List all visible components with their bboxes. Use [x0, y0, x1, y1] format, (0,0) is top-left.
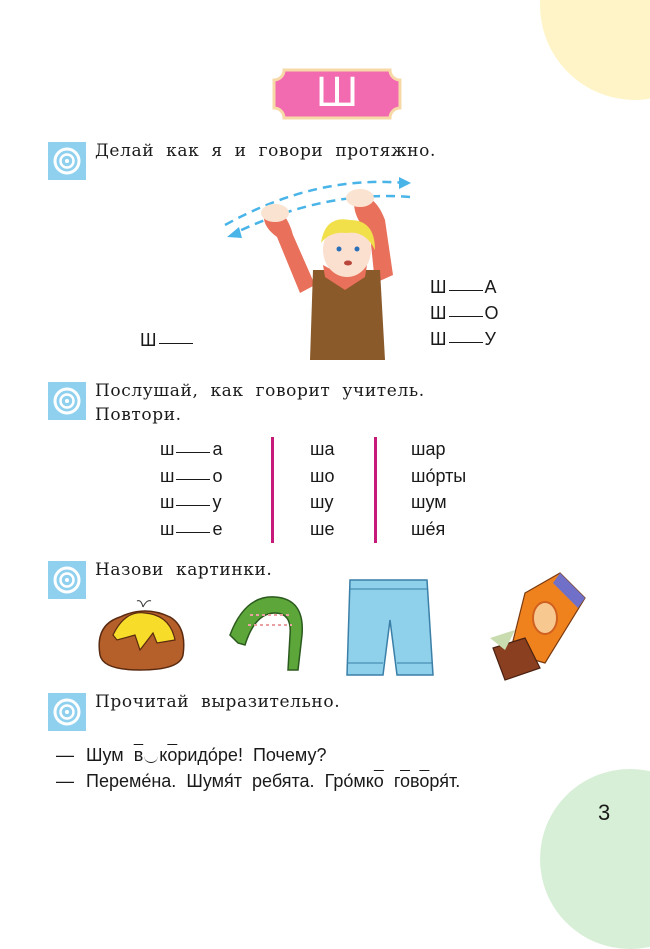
letter-title: Ш — [315, 70, 359, 116]
stretch-line — [448, 342, 483, 343]
word: шум — [411, 492, 447, 512]
listen-target-icon — [48, 382, 86, 420]
listen-target-icon — [48, 142, 86, 180]
boy-illustration — [215, 165, 420, 360]
task-4: Прочитай выразительно. — [48, 692, 341, 731]
word: шо́рты — [411, 465, 467, 486]
listen-target-icon — [48, 693, 86, 731]
syllable: ша — [310, 439, 335, 459]
letter-badge: Ш — [272, 68, 402, 120]
task-2-line-1: Послушай, как говорит учитель. — [95, 381, 425, 401]
stretch-line — [448, 290, 483, 291]
corner-decoration-bottom — [540, 769, 650, 949]
corner-decoration-top — [540, 0, 650, 100]
stretch-line — [448, 316, 483, 317]
syllable-letter: Ш — [430, 329, 447, 349]
syllable-vowel: О — [484, 303, 499, 323]
task-4-instruction: Прочитай выразительно. — [95, 692, 341, 712]
word: шар — [411, 439, 446, 459]
scarf-picture — [220, 585, 315, 685]
listen-target-icon — [48, 561, 86, 599]
task-1: Делай как я и говори протяжно. — [48, 141, 436, 180]
chocolate-picture — [485, 568, 590, 688]
syllable-letter: Ш — [140, 330, 157, 350]
syllable-vowel: У — [484, 329, 496, 349]
word: ше́я — [411, 518, 446, 539]
syllable-column: ша шо шу ше — [310, 436, 334, 542]
task-2: Послушай, как говорит учитель. Повтори. — [48, 379, 425, 427]
syllable-vowel: А — [484, 277, 497, 297]
dialog-line-2: —Переме́на. Шумя́т ребята. Гро́мко говор… — [56, 771, 461, 791]
column-divider — [271, 437, 274, 543]
syllable-letter: Ш — [430, 277, 447, 297]
task-1-instruction: Делай как я и говори протяжно. — [95, 141, 436, 161]
word-column: шар шо́рты шум ше́я — [411, 436, 466, 542]
fur-hat-picture — [95, 595, 190, 680]
syllable: шо — [310, 465, 335, 486]
task-2-line-2: Повтори. — [95, 405, 182, 425]
page-number: 3 — [598, 800, 611, 825]
column-divider — [374, 437, 377, 543]
task-2-instruction: Послушай, как говорит учитель. Повтори. — [95, 379, 425, 427]
stretch-line — [158, 343, 193, 344]
syllable: ше — [310, 518, 335, 539]
syllable-sh-left: Ш — [140, 330, 195, 351]
liaison-arc — [144, 754, 159, 763]
task-3: Назови картинки. — [48, 560, 273, 599]
syllable-letter: Ш — [430, 303, 447, 323]
shorts-picture — [345, 575, 435, 685]
syllable: шу — [310, 492, 334, 512]
task-3-instruction: Назови картинки. — [95, 560, 273, 580]
